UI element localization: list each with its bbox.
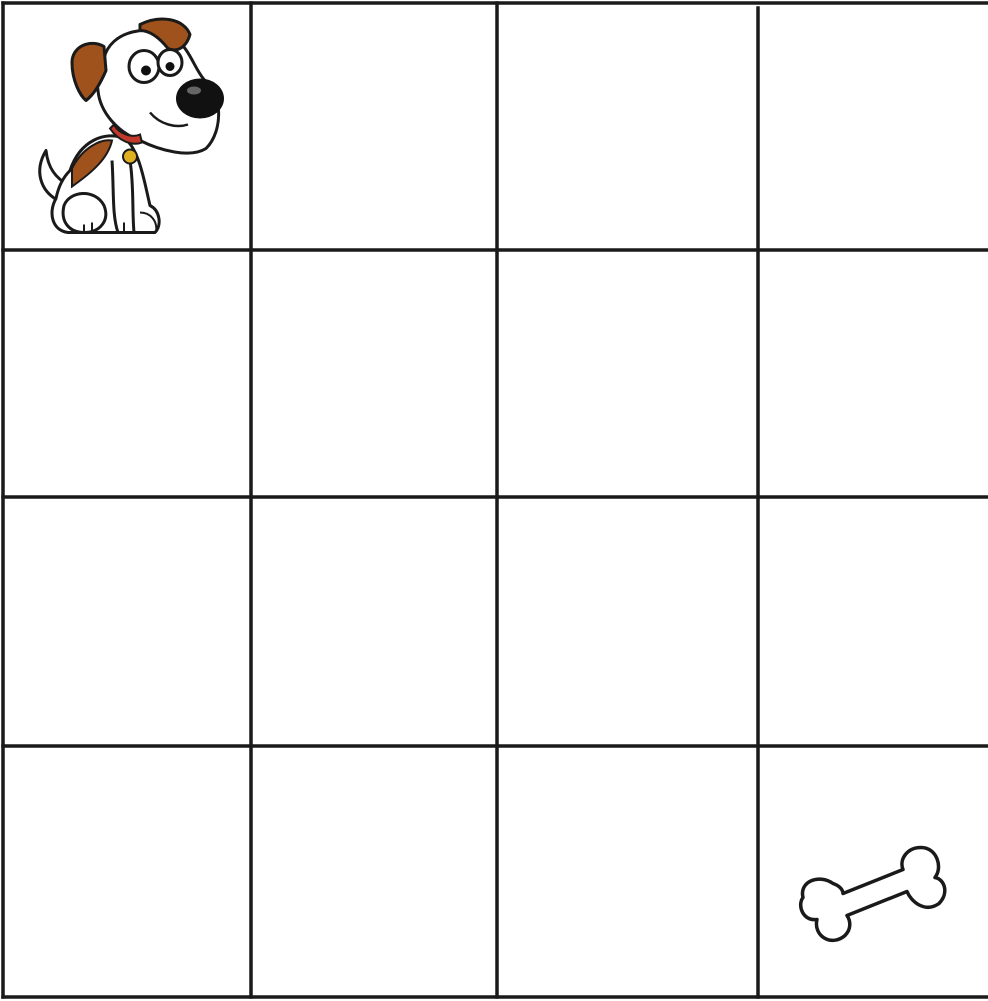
grid-cell-r2-c1[interactable]: [3, 250, 251, 497]
grid-cell-r4-c4[interactable]: [758, 746, 988, 997]
grid-cell-r2-c3[interactable]: [497, 250, 758, 497]
grid-cell-r4-c1[interactable]: [3, 746, 251, 997]
dog-pupil-right: [166, 62, 175, 71]
grid-cell-r3-c1[interactable]: [3, 497, 251, 746]
grid-cell-r3-c2[interactable]: [251, 497, 497, 746]
grid-cell-r1-c4[interactable]: [758, 3, 988, 250]
grid-cell-r1-c2[interactable]: [251, 3, 497, 250]
grid-cell-r2-c4[interactable]: [758, 250, 988, 497]
dog-pupil-left: [141, 66, 151, 76]
grid-cell-r4-c2[interactable]: [251, 746, 497, 997]
dog-front-leg: [112, 161, 134, 233]
dog-nose-shine: [187, 87, 201, 95]
grid-cell-r3-c3[interactable]: [497, 497, 758, 746]
dog-nose: [176, 79, 224, 119]
dog-tag: [123, 150, 137, 164]
grid-cell-r1-c3[interactable]: [497, 3, 758, 250]
grid-cell-r3-c4[interactable]: [758, 497, 988, 746]
grid-cell-r4-c3[interactable]: [497, 746, 758, 997]
grid-cell-r2-c2[interactable]: [251, 250, 497, 497]
